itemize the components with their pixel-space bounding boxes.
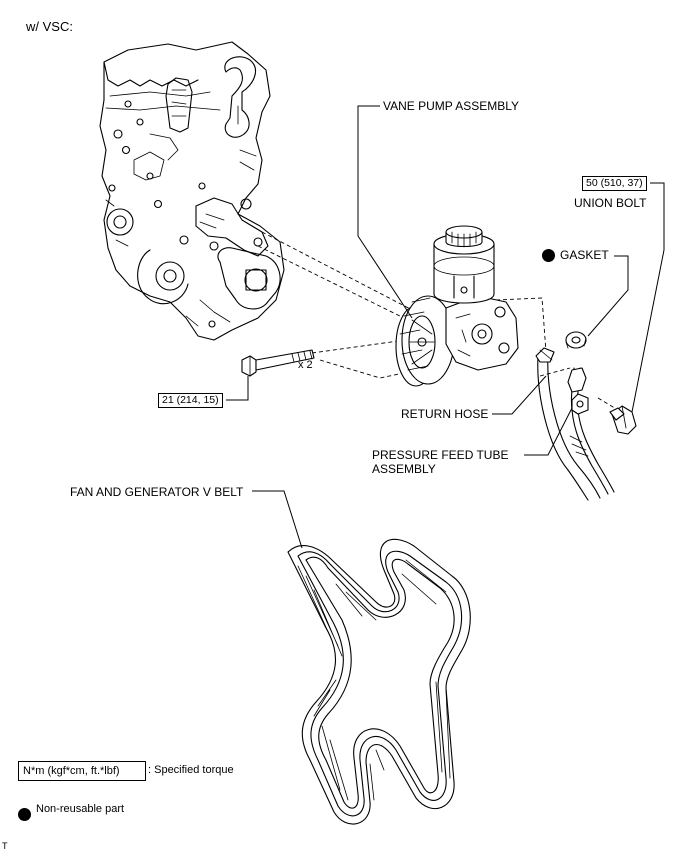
bolt-quantity-label: x 2 (298, 359, 313, 371)
union-bolt-label: UNION BOLT (574, 196, 647, 210)
legend-torque-box: N*m (kgf*cm, ft.*lbf) (18, 761, 146, 781)
condition-heading: w/ VSC: (26, 19, 73, 34)
v-belt-illustration (287, 538, 471, 825)
engine-block-illustration (99, 41, 285, 341)
pump-mounting-bolt (241, 349, 315, 377)
v-belt-label: FAN AND GENERATOR V BELT (70, 485, 244, 499)
vane-pump-illustration (395, 225, 519, 387)
return-hose-label: RETURN HOSE (401, 407, 489, 421)
gasket-non-reusable-icon (542, 249, 555, 262)
legend-non-reusable-icon (18, 808, 31, 821)
pressure-feed-tube-label-line2: ASSEMBLY (372, 462, 436, 476)
gasket-label: GASKET (560, 248, 609, 262)
vane-pump-label: VANE PUMP ASSEMBLY (383, 99, 520, 113)
footer-mark: T (2, 841, 8, 851)
hose-and-tube-illustration (535, 347, 615, 501)
union-bolt-illustration (609, 405, 637, 435)
pressure-feed-tube-label-line1: PRESSURE FEED TUBE (372, 448, 509, 462)
alignment-lines (257, 231, 619, 411)
leader-lines (226, 105, 665, 549)
legend-non-reusable-text: Non-reusable part (36, 803, 125, 815)
union-bolt-torque-box: 50 (510, 37) (582, 176, 647, 191)
pump-bolt-torque-box: 21 (214, 15) (158, 393, 223, 408)
gasket-illustration (565, 331, 587, 349)
legend-torque-description: : Specified torque (148, 764, 234, 776)
